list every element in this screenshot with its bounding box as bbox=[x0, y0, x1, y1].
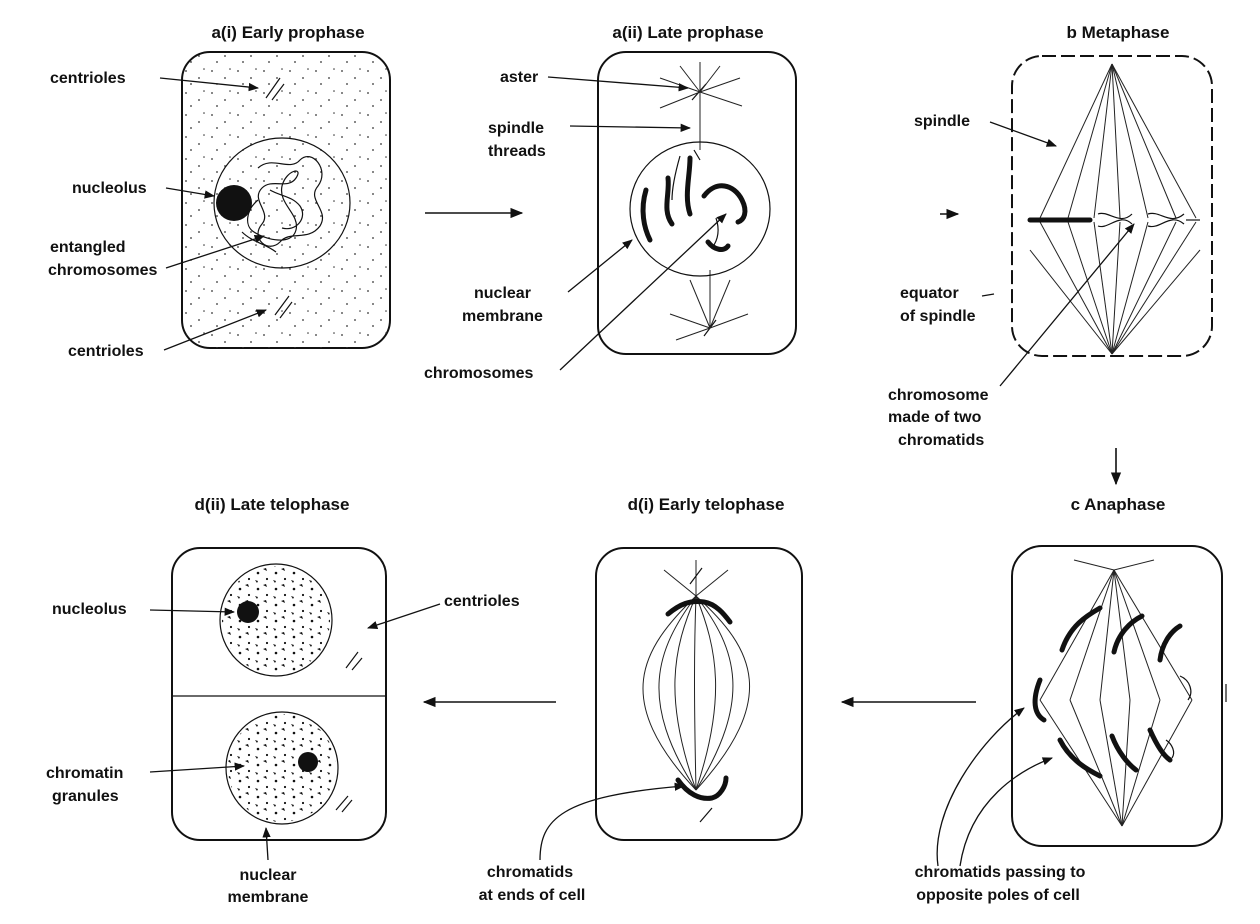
anaphase-spindle bbox=[1039, 559, 1193, 827]
anaphase-cell bbox=[1011, 545, 1223, 847]
early-telophase-spindle bbox=[642, 560, 751, 791]
nucleolus-dot bbox=[216, 185, 252, 221]
label-nuclear-membrane-1: nuclear bbox=[474, 285, 531, 302]
metaphase-chromosomes bbox=[1027, 212, 1200, 228]
leader-spindle bbox=[989, 121, 1057, 147]
late-prophase-cell bbox=[597, 51, 797, 355]
chromatin-granules-bottom bbox=[228, 714, 336, 822]
label-chromosomes: chromosomes bbox=[424, 365, 533, 382]
label-equator-1: equator bbox=[900, 285, 959, 302]
aster-top-icon bbox=[659, 62, 743, 150]
leader-centrioles-telophase bbox=[367, 603, 441, 629]
label-nucleolus: nucleolus bbox=[72, 180, 147, 197]
label-nuclear-telophase-1: nuclear bbox=[240, 867, 297, 884]
label-chromatin-2: granules bbox=[52, 788, 119, 805]
nucleolus-bottom-dot bbox=[298, 752, 318, 772]
label-chromosome-1: chromosome bbox=[888, 387, 989, 404]
label-entangled-2: chromosomes bbox=[48, 262, 157, 279]
label-equator-2: of spindle bbox=[900, 308, 976, 325]
late-telophase-cell bbox=[171, 547, 387, 841]
leader-centrioles-bottom bbox=[163, 309, 267, 351]
label-centrioles-telophase: centrioles bbox=[444, 593, 520, 610]
label-chromosome-3: chromatids bbox=[898, 432, 984, 449]
metaphase-spindle-fibres bbox=[1029, 63, 1201, 355]
late-nucleus bbox=[629, 141, 771, 277]
leader-centrioles-top bbox=[159, 77, 260, 92]
label-nucleolus-telophase: nucleolus bbox=[52, 601, 127, 618]
label-chromatids-ends-1: chromatids bbox=[487, 864, 573, 881]
early-telophase-cell bbox=[595, 547, 803, 841]
leader-passing-bottom bbox=[959, 757, 1053, 867]
anaphase-chromatids bbox=[1032, 605, 1192, 779]
aster-bottom-icon bbox=[669, 270, 749, 341]
early-prophase-title: a(i) Early prophase bbox=[211, 23, 364, 42]
leader-nucleolus bbox=[165, 187, 216, 199]
metaphase-cell bbox=[1011, 55, 1213, 357]
leader-aster bbox=[547, 76, 690, 92]
leader-passing-top bbox=[936, 707, 1025, 867]
label-aster: aster bbox=[500, 69, 538, 86]
leader-chromosomes bbox=[559, 213, 727, 371]
late-prophase-chromosomes bbox=[640, 149, 748, 252]
early-telophase-title: d(i) Early telophase bbox=[628, 495, 785, 514]
chromatin-granules-top bbox=[222, 566, 330, 674]
label-chromatin-1: chromatin bbox=[46, 765, 123, 782]
early-nucleus bbox=[213, 137, 351, 269]
late-telophase-panel: d(ii) Late telophase nucleolus centriole… bbox=[46, 495, 520, 906]
label-nuclear-telophase-2: membrane bbox=[228, 889, 309, 906]
label-spindle: spindle bbox=[914, 113, 970, 130]
label-chromatids-ends-2: at ends of cell bbox=[479, 887, 586, 904]
nucleolus-top-dot bbox=[237, 601, 259, 623]
early-prophase-panel: a(i) Early prophase centrioles nucleolus… bbox=[48, 23, 391, 360]
label-centrioles-bottom: centrioles bbox=[68, 343, 144, 360]
label-nuclear-membrane-2: membrane bbox=[462, 308, 543, 325]
leader-equator bbox=[981, 293, 995, 297]
daughter-nucleus-top bbox=[219, 563, 333, 677]
centriole-bottom-icon bbox=[274, 295, 293, 319]
leader-entangled bbox=[165, 234, 265, 269]
metaphase-panel: b Metaphase spindle bbox=[888, 23, 1213, 449]
cytoplasm-granules bbox=[182, 52, 390, 348]
early-telophase-chromatids bbox=[665, 567, 733, 823]
anaphase-title: c Anaphase bbox=[1071, 495, 1166, 514]
label-entangled-1: entangled bbox=[50, 239, 126, 256]
leader-nuclear-membrane bbox=[567, 239, 633, 293]
centriole-top-icon bbox=[265, 77, 285, 101]
label-centrioles-top: centrioles bbox=[50, 70, 126, 87]
label-passing-1: chromatids passing to bbox=[915, 864, 1086, 881]
leader-chromosome bbox=[999, 223, 1135, 387]
label-spindle-threads-2: threads bbox=[488, 143, 546, 160]
daughter-nucleus-bottom bbox=[225, 711, 339, 825]
centriole-bottom-telophase-icon bbox=[335, 795, 353, 813]
leader-chromatin bbox=[149, 762, 246, 773]
label-spindle-threads-1: spindle bbox=[488, 120, 544, 137]
leader-chromatids-ends bbox=[539, 782, 686, 861]
leader-nuclear-telophase bbox=[262, 826, 271, 861]
label-chromosome-2: made of two bbox=[888, 409, 982, 426]
leader-spindle-threads bbox=[569, 123, 692, 133]
centriole-top-telophase-icon bbox=[345, 651, 363, 671]
early-telophase-panel: d(i) Early telophase chromatids at ends … bbox=[479, 495, 803, 904]
label-passing-2: opposite poles of cell bbox=[916, 887, 1080, 904]
anaphase-panel: c Anaphase bbox=[915, 495, 1227, 904]
leader-nucleolus-telophase bbox=[149, 607, 236, 616]
metaphase-title: b Metaphase bbox=[1067, 23, 1170, 42]
late-prophase-title: a(ii) Late prophase bbox=[612, 23, 763, 42]
late-prophase-panel: a(ii) Late prophase bbox=[424, 23, 797, 382]
late-telophase-title: d(ii) Late telophase bbox=[195, 495, 350, 514]
